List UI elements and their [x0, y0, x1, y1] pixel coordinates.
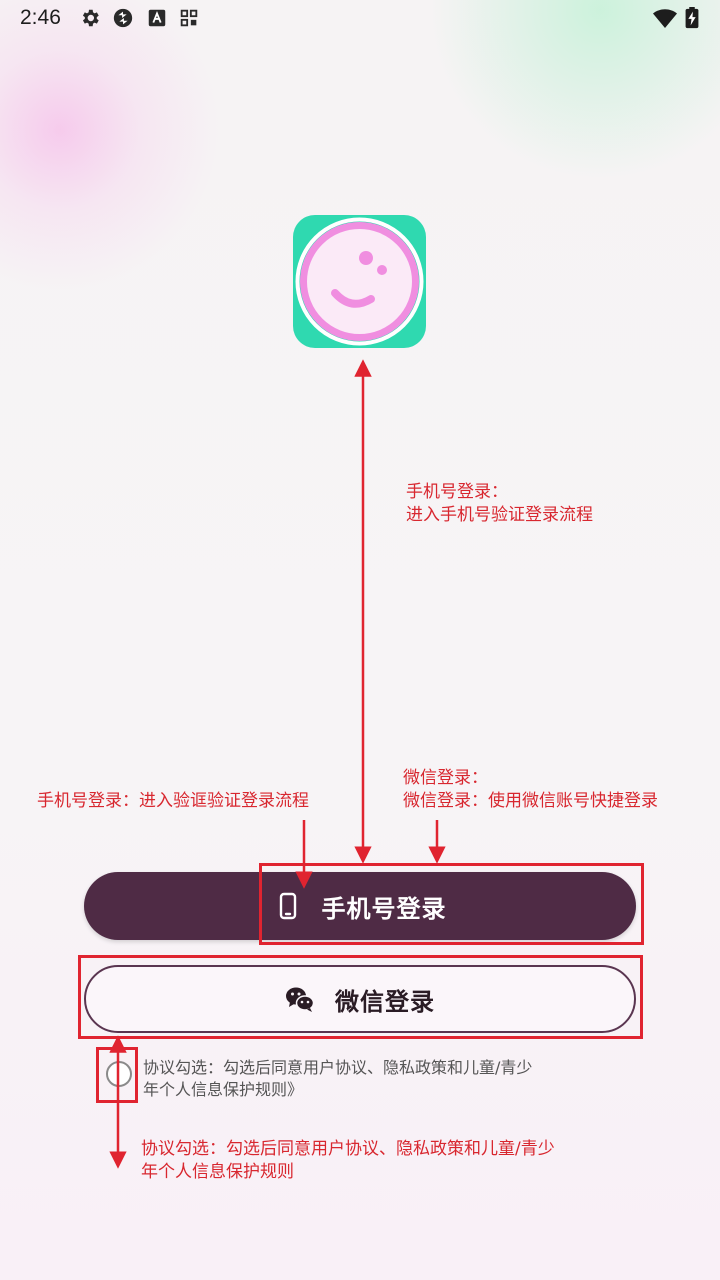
phone-icon	[279, 892, 296, 920]
agreement-text[interactable]: 协议勾选：勾选后同意用户协议、隐私政策和儿童/青少 年个人信息保护规则》	[143, 1057, 613, 1101]
wechat-icon	[286, 987, 315, 1012]
wifi-icon	[653, 9, 677, 28]
annotation-wechat-line2: 微信登录：使用微信账号快捷登录	[403, 791, 658, 811]
sync-icon	[113, 8, 133, 28]
smiley-face-icon	[295, 217, 424, 346]
annotation-top-right-line1: 手机号登录：	[406, 482, 508, 502]
app-logo	[293, 215, 426, 348]
annotation-wechat-line1: 微信登录：	[403, 768, 488, 788]
gear-icon	[82, 9, 99, 27]
annotation-bottom-line1: 协议勾选：勾选后同意用户协议、隐私政策和儿童/青少	[141, 1139, 555, 1159]
phone-login-button[interactable]: 手机号登录	[84, 872, 636, 940]
annotation-left-phone: 手机号登录：进入验诓验证登录流程	[37, 791, 309, 811]
battery-charging-icon	[685, 7, 699, 29]
annotation-bottom: 协议勾选：勾选后同意用户协议、隐私政策和儿童/青少 年个人信息保护规则	[141, 1138, 555, 1184]
wechat-login-label: 微信登录	[335, 987, 435, 1016]
agreement-text-line1: 协议勾选：勾选后同意用户协议、隐私政策和儿童/青少	[143, 1058, 533, 1077]
wechat-button-highlight-box	[78, 955, 643, 1039]
wechat-login-button[interactable]: 微信登录	[84, 965, 636, 1033]
annotation-top-right: 手机号登录： 进入手机号验证登录流程	[406, 481, 593, 527]
qr-grid-icon	[180, 9, 198, 27]
agreement-text-line2: 年个人信息保护规则》	[143, 1080, 304, 1099]
font-icon	[148, 9, 166, 27]
annotation-top-right-line2: 进入手机号验证登录流程	[406, 505, 593, 525]
status-bar: 2:46	[0, 0, 720, 36]
phone-button-highlight-box	[259, 863, 644, 945]
annotation-wechat: 微信登录： 微信登录：使用微信账号快捷登录	[403, 767, 658, 813]
annotation-bottom-line2: 年个人信息保护规则	[141, 1162, 294, 1182]
status-time: 2:46	[20, 6, 61, 29]
checkbox-highlight-box	[96, 1047, 138, 1103]
phone-login-label: 手机号登录	[321, 894, 447, 923]
